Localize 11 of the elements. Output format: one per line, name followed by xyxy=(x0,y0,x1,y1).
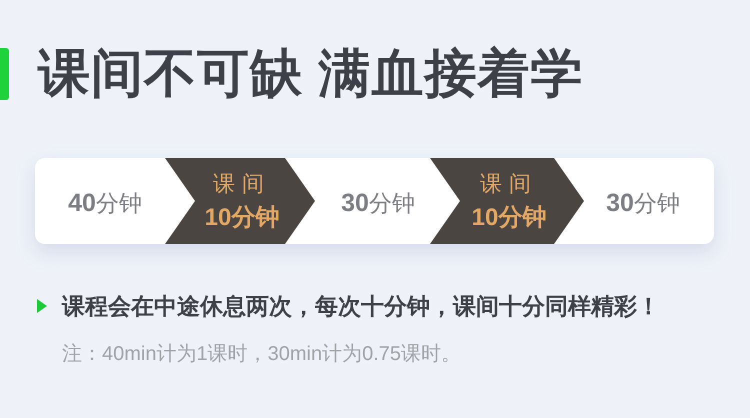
break-duration: 10分钟 xyxy=(204,204,280,232)
break-label: 课间 xyxy=(213,170,271,198)
highlight-text: 课程会在中途休息两次，每次十分钟，课间十分同样精彩！ xyxy=(62,292,660,321)
note-text: 注：40min计为1课时，30min计为0.75课时。 xyxy=(62,342,461,367)
duration-label: 30分钟 xyxy=(341,189,415,217)
timeline-bar xyxy=(35,158,714,244)
break-label: 课间 xyxy=(480,170,538,198)
duration-label: 40分钟 xyxy=(68,189,142,217)
title: 课间不可缺 满血接着学 xyxy=(38,44,584,104)
break-duration: 10分钟 xyxy=(472,204,546,232)
duration-label: 30分钟 xyxy=(606,189,680,217)
